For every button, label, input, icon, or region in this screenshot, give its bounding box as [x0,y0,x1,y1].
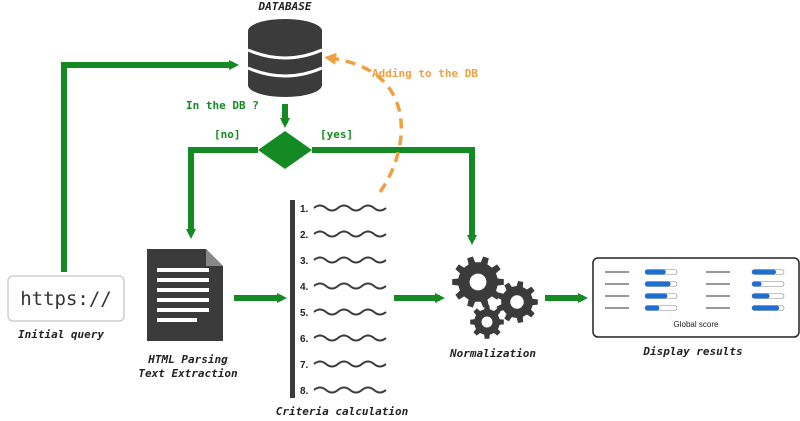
results-caption: Display results [642,345,742,358]
gear-hole [481,316,493,328]
gears-icon [452,256,538,339]
arrow-yes-branch [312,147,477,245]
criteria-item-wave [313,308,387,316]
results-panel [592,257,800,338]
criteria-item-wave [313,360,387,368]
criteria-item-number: 3. [300,256,309,267]
decision-question: In the DB ? [186,99,259,112]
criteria-item-wave [313,334,387,342]
criteria-bar [290,200,295,398]
criteria-item-wave [313,282,387,290]
decision-no-label: [no] [214,128,241,141]
parsing-caption-line2: Text Extraction [138,367,238,380]
criteria-item-wave [313,256,387,264]
arrow-adding-to-db [324,52,404,194]
criteria-list: 1. 2. 3. 4. 5. 6. 7. 8. [300,204,387,397]
result-bar-fill [752,305,780,311]
criteria-item-number: 2. [300,230,309,241]
criteria-item-wave [313,386,387,394]
decision-yes-label: [yes] [320,128,353,141]
criteria-item-number: 7. [300,360,309,371]
gear-hole [469,273,487,291]
criteria-item-wave [313,230,387,238]
arrow-query-to-db [61,60,239,272]
global-score-label: Global score [674,320,719,329]
result-bar-fill [645,293,668,299]
database-label: DATABASE [258,0,312,13]
decision-diamond [258,131,312,169]
result-bar-fill [752,281,762,287]
result-bar-fill [645,281,671,287]
criteria-item-number: 4. [300,282,309,293]
document-icon [147,249,223,341]
parsing-caption-line1: HTML Parsing [147,353,228,366]
query-url-box [7,275,125,322]
criteria-item-number: 1. [300,204,309,215]
normalization-caption: Normalization [449,347,536,360]
criteria-item-wave [313,204,387,212]
result-bar-fill [645,305,660,311]
adding-label: Adding to the DB [372,67,478,80]
criteria-caption: Criteria calculation [276,405,409,418]
query-caption: Initial query [18,328,104,341]
criteria-item-number: 6. [300,334,309,345]
flow-lines [61,60,588,303]
query-url-text: https:// [20,288,112,310]
result-bar-fill [752,269,776,275]
criteria-item-number: 8. [300,386,309,397]
database-icon [247,19,323,97]
result-bar-fill [752,293,770,299]
criteria-item-number: 5. [300,308,309,319]
result-bar-fill [645,269,666,275]
arrow-no-branch [186,147,258,239]
gear-hole [510,295,524,309]
results-score-rows [605,269,785,311]
